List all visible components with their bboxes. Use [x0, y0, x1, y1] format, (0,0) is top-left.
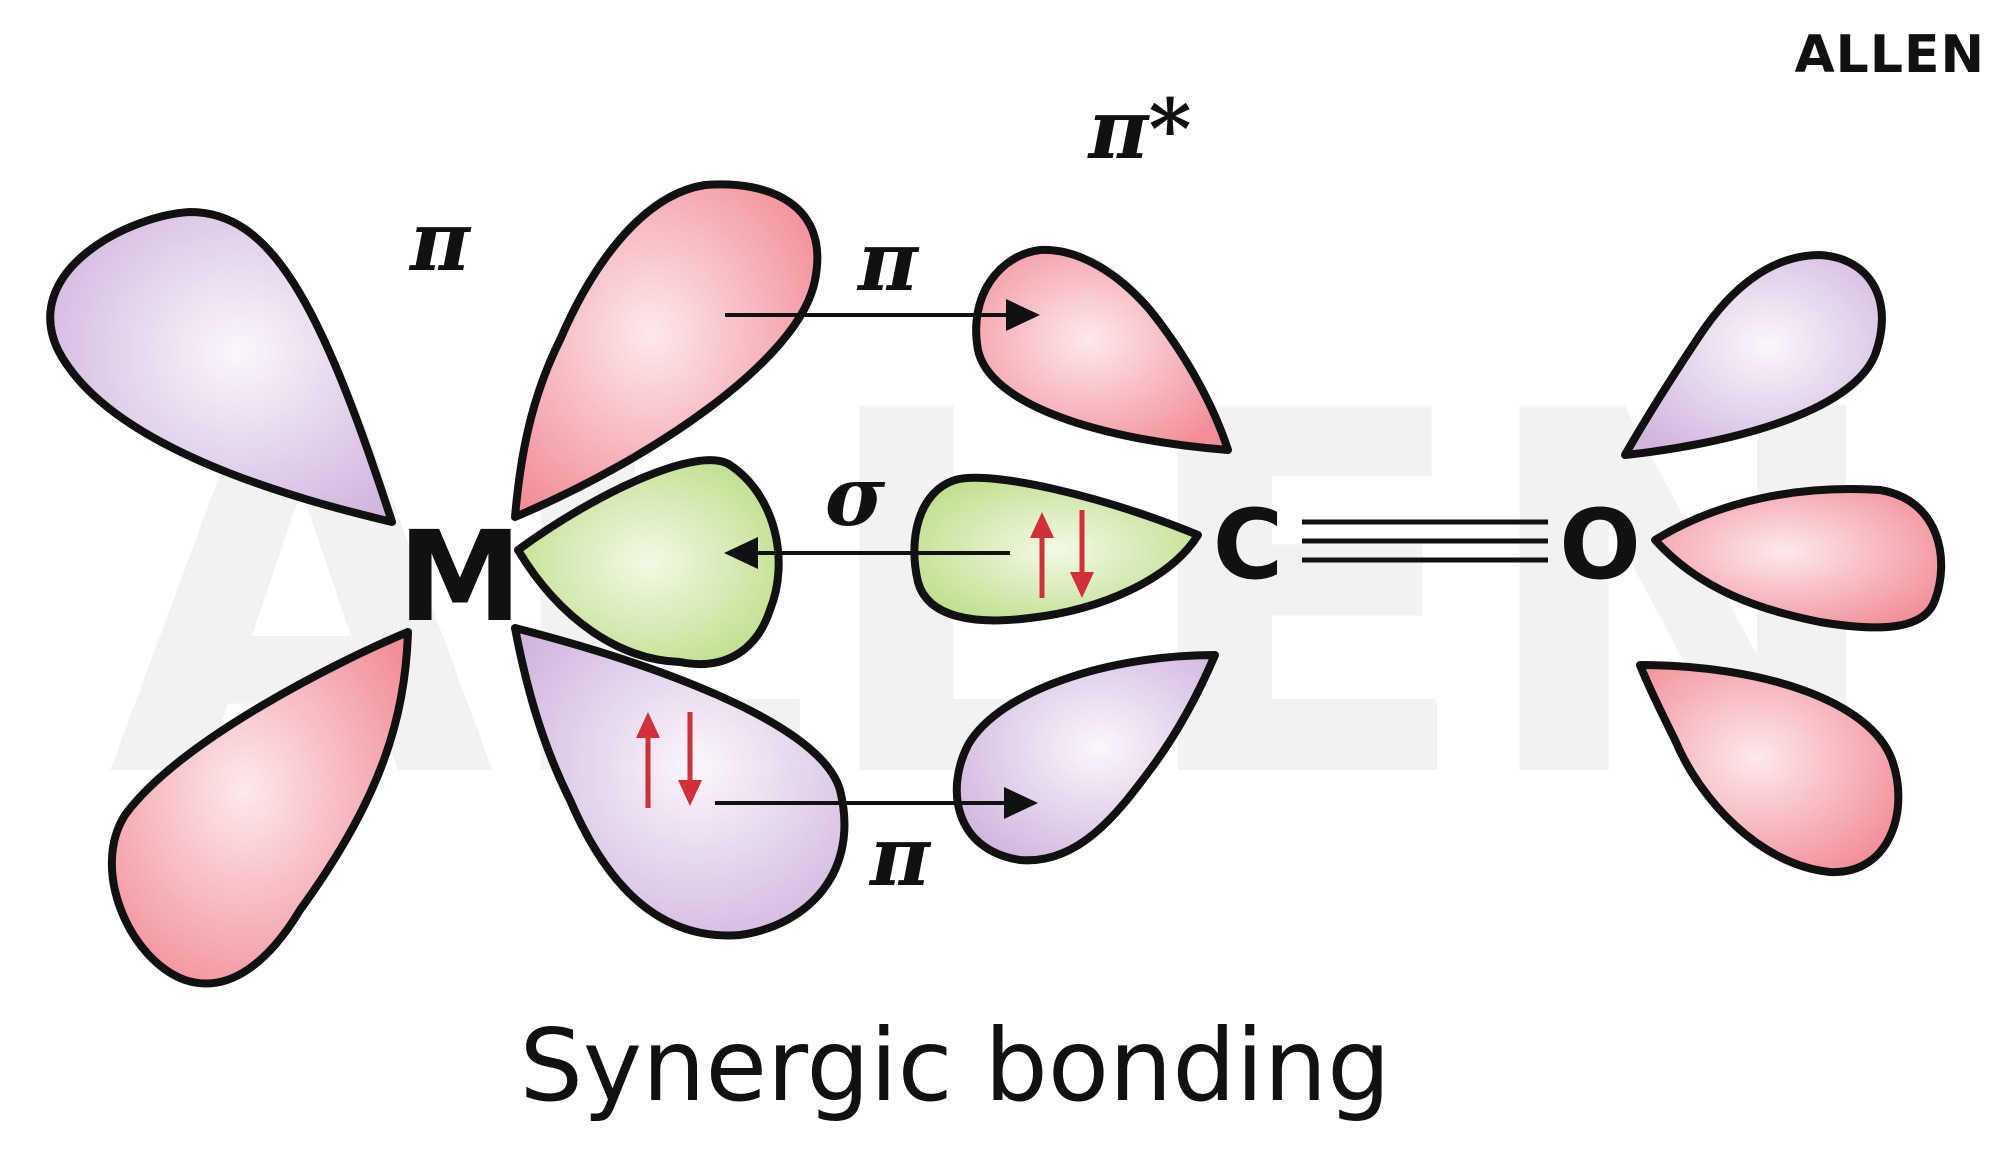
allen-logo: ALLEN: [1794, 25, 1985, 85]
oxygen-lobe-top-purple: [1621, 251, 1886, 459]
oxygen-atom-label: O: [1559, 489, 1641, 601]
electron-pair-co-sigma: [1030, 510, 1094, 598]
oxygen-lobe-middle-pink: [1651, 485, 1946, 632]
metal-sigma-orbital: [514, 456, 783, 669]
pi-label-metal: π: [408, 194, 472, 290]
metal-atom-label: M: [398, 505, 522, 650]
co-pi-star-lobe-top-pink: [972, 245, 1232, 454]
diagram-caption: Synergic bonding: [519, 1007, 1390, 1124]
metal-lobe-upper-right-pink: [511, 180, 822, 521]
carbon-atom-label: C: [1213, 489, 1283, 601]
metal-lobe-upper-left-purple: [46, 208, 396, 526]
metal-lobe-lower-left-pink: [107, 628, 412, 988]
pi-back-donation-arrow-top: [725, 299, 1040, 331]
co-sigma-lone-pair-green: [910, 473, 1202, 625]
pi-label-back-donation-bottom: π: [868, 809, 932, 905]
pi-back-donation-arrow-bottom: [715, 787, 1038, 819]
oxygen-lobe-bottom-pink: [1636, 661, 1903, 877]
sigma-label: σ: [825, 449, 886, 545]
triple-bond: [1302, 519, 1548, 563]
pi-star-label: π*: [1087, 82, 1192, 178]
electron-pair-metal-d: [636, 712, 702, 808]
pi-label-back-donation-top: π: [856, 214, 920, 310]
sigma-donation-arrow: [724, 537, 1010, 569]
